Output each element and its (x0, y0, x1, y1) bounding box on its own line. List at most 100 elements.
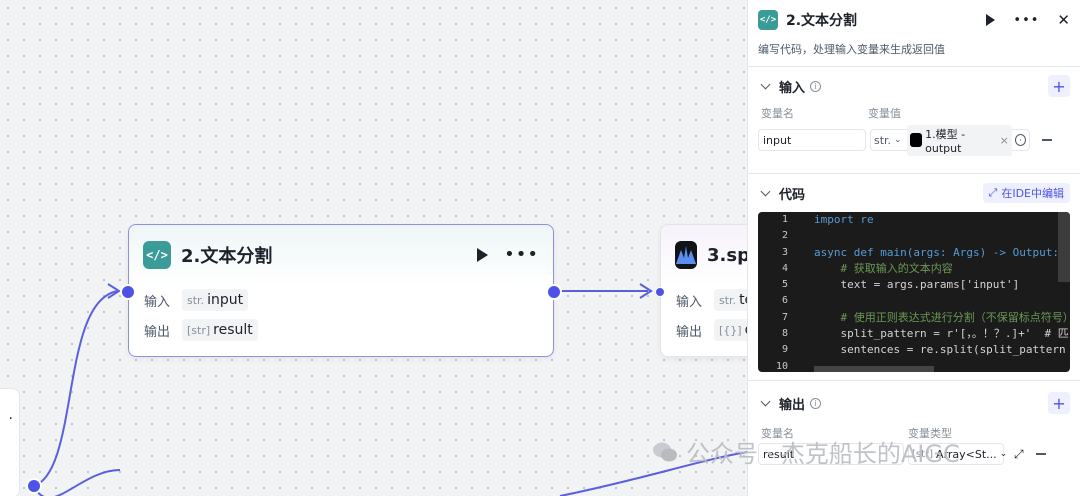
clear-ref-icon[interactable]: × (999, 133, 1009, 147)
line-number: 9 (781, 344, 788, 356)
more-icon[interactable]: ••• (1013, 12, 1040, 28)
code-text: # 使用正则表达式进行分割（不保留标点符号） (814, 310, 1070, 324)
input-section: 输入 i + 变量名 变量值 input str. ⌄ 1.模型 - output ×… (748, 66, 1080, 156)
node-3[interactable]: 3.sp 输入 str.te 输出 [{}]o (655, 224, 760, 357)
output-name-input[interactable]: result (758, 443, 904, 465)
edges-layer (26, 283, 747, 496)
input-port[interactable] (120, 284, 136, 300)
code-scrollbar[interactable] (1058, 212, 1070, 282)
type-select[interactable]: str. (874, 133, 892, 147)
ref-label: 1.模型 - output (925, 127, 966, 155)
section-title: 输入 (779, 80, 806, 96)
expand-icon: ⤢ (988, 186, 998, 199)
model-logo-icon (909, 133, 923, 147)
edit-in-ide-button[interactable]: ⤢在IDE中编辑 (982, 183, 1070, 203)
output-port[interactable] (546, 284, 562, 300)
info-icon[interactable]: i (810, 397, 822, 409)
var-ref-selector[interactable]: str. ⌄ 1.模型 - output × · (870, 124, 1030, 156)
code-icon: </> (758, 10, 778, 30)
type-tag: [str] (187, 323, 211, 337)
add-output-button[interactable]: + (1048, 392, 1070, 414)
output-label: 输出 (144, 324, 171, 340)
node-title: 2.文本分割 (181, 246, 273, 267)
left-node-stub[interactable]: · (0, 388, 20, 496)
code-line: 1 import re (758, 212, 1070, 228)
col-header-value: 变量值 (868, 107, 901, 120)
col-header-name: 变量名 (761, 427, 794, 440)
collapse-chevron-icon[interactable] (760, 79, 771, 89)
collapse-chevron-icon[interactable] (760, 396, 771, 406)
code-text (796, 293, 814, 309)
edge-bottom-right (559, 451, 747, 496)
code-line: 6 (758, 293, 1070, 309)
wechat-icon (653, 442, 677, 461)
code-icon: </> (143, 241, 171, 269)
watermark: 公众号 · 杰克船长的AIGC (652, 434, 960, 469)
line-number: 5 (781, 279, 788, 291)
add-input-button[interactable]: + (1048, 75, 1070, 97)
code-editor[interactable]: 1 import re 2 3 async def main(args: Args) -… (758, 212, 1070, 372)
code-text: text = args.params['input'] (814, 278, 1020, 292)
output-label: 输出 (676, 324, 703, 340)
chevron-down-icon[interactable]: ⌄ (894, 135, 902, 145)
left-node-port (26, 478, 42, 494)
edge-in-node2 (33, 290, 119, 487)
output-chip: [str]result (182, 319, 258, 341)
info-icon[interactable]: i (810, 80, 822, 92)
ref-settings-icon[interactable]: · (1014, 134, 1026, 146)
code-line: 10 (758, 359, 1070, 372)
code-text: async def main(args: Args) -> Output: (814, 245, 1060, 259)
chevron-down-icon[interactable]: ⌄ (999, 449, 1008, 459)
code-text: split_pattern = r'[，。！？.]+' # 匹 (814, 327, 1069, 341)
input-port[interactable] (655, 287, 665, 297)
col-header-name: 变量名 (761, 107, 794, 120)
code-line: 4 # 获取输入的文本内容 (758, 261, 1070, 277)
node-input-row: 输入 str.te (661, 285, 759, 315)
code-line: 7 # 使用正则表达式进行分割（不保留标点符号） (758, 310, 1070, 326)
edge-out-lower (33, 469, 121, 496)
close-icon[interactable]: ✕ (1057, 11, 1070, 29)
code-section: 代码 ⤢在IDE中编辑 1 import re 2 3 async def main(a… (748, 173, 1080, 372)
type-label: Array<St... (936, 447, 997, 461)
type-tag: str. (187, 293, 205, 307)
line-number: 3 (781, 246, 788, 258)
code-text: import re (814, 213, 874, 226)
var-name: result (213, 322, 253, 338)
type-tag: str. (719, 293, 737, 307)
input-chip: str.input (182, 289, 249, 311)
collapse-chevron-icon[interactable] (760, 186, 771, 196)
node-text-split[interactable]: </> 2.文本分割 ••• 输入 str.input 输出 [str]resu… (120, 224, 562, 357)
line-number: 1 (781, 214, 788, 225)
model-logo-icon (675, 241, 697, 269)
code-text (796, 228, 814, 244)
code-line: 8 split_pattern = r'[，。！？.]+' # 匹 (758, 326, 1070, 342)
run-node-button[interactable] (477, 248, 489, 262)
code-text: # 获取输入的文本内容 (814, 261, 953, 275)
code-line: 9 sentences = re.split(split_pattern (758, 342, 1070, 358)
remove-output-icon[interactable] (1035, 453, 1046, 455)
remove-input-icon[interactable] (1042, 139, 1052, 141)
node-input-row: 输入 str.input (129, 285, 553, 315)
ide-button-label: 在IDE中编辑 (1001, 187, 1064, 200)
input-label: 输入 (144, 294, 171, 310)
section-title: 输出 (779, 397, 806, 413)
line-number: 10 (775, 360, 788, 372)
output-type-select[interactable]: [str]Array<St...⌄ (908, 443, 1007, 465)
line-number: 7 (781, 311, 788, 323)
line-number: 2 (781, 230, 788, 242)
code-line: 5 text = args.params['input'] (758, 277, 1070, 293)
node-more-icon[interactable]: ••• (504, 244, 539, 265)
expand-icon[interactable]: ⤢ (1014, 446, 1024, 461)
section-title: 代码 (779, 187, 806, 203)
run-button[interactable] (986, 14, 996, 26)
panel-description: 编写代码，处理输入变量来生成返回值 (758, 43, 945, 56)
col-header-type: 变量类型 (908, 427, 952, 440)
watermark-text: 公众号 · 杰克船长的AIGC (686, 440, 960, 468)
var-name-input[interactable]: input (758, 129, 866, 151)
workflow-canvas[interactable]: · </> 2.文本分割 ••• 输入 str.input 输出 [str]re… (0, 0, 760, 496)
type-tag: [{}] (719, 323, 742, 337)
code-h-scrollbar[interactable] (814, 366, 934, 372)
left-node-text: · (8, 411, 13, 427)
code-text (796, 359, 814, 372)
